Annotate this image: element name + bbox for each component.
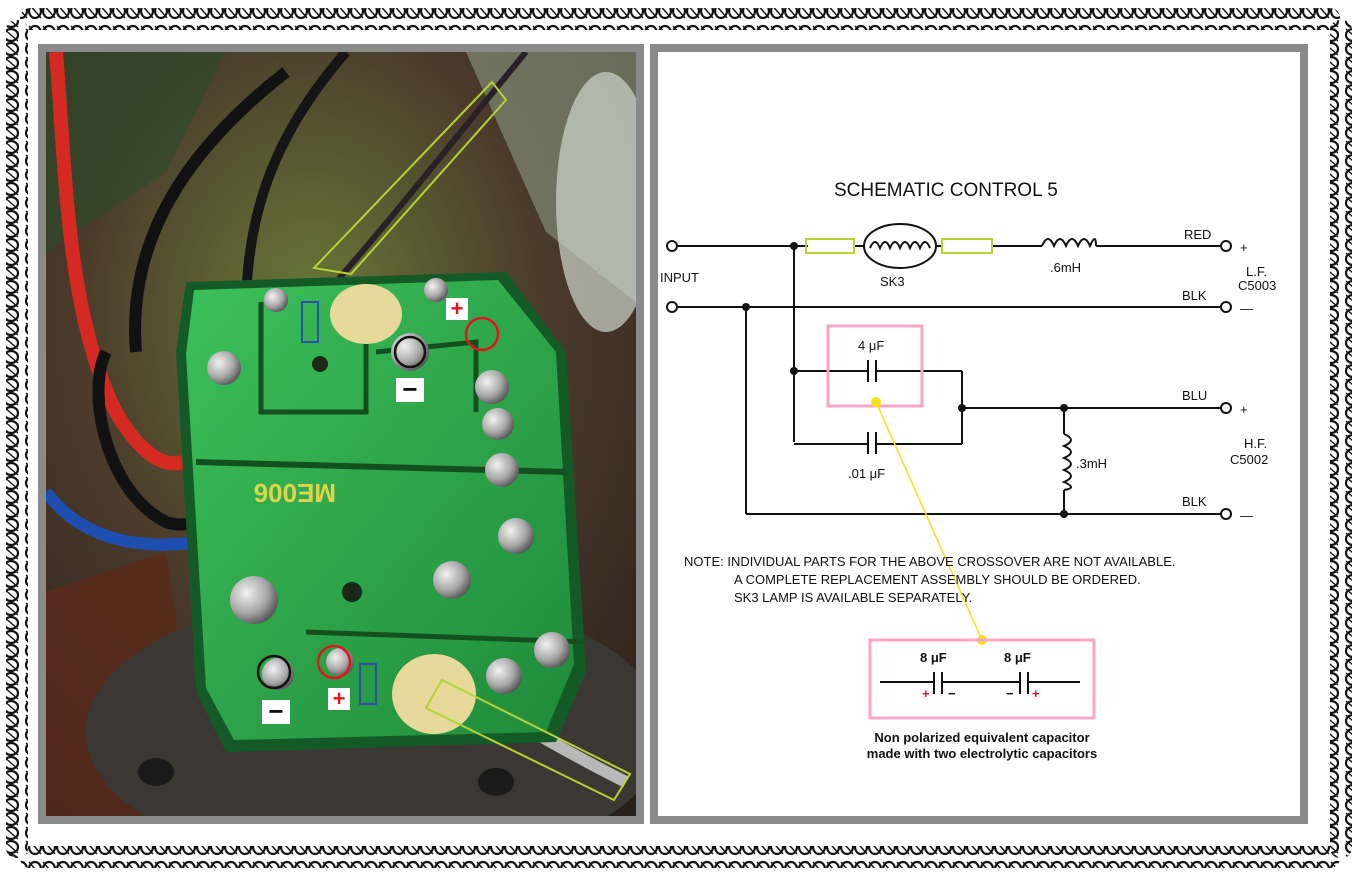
positive-terminal-top bbox=[464, 316, 500, 352]
equiv-caption-2: made with two electrolytic capacitors bbox=[867, 746, 1097, 761]
blk-label-bottom: BLK bbox=[1182, 494, 1207, 509]
blk-label-top: BLK bbox=[1182, 288, 1207, 303]
plus-badge-bottom bbox=[328, 688, 350, 710]
equivalent-cap-box bbox=[868, 638, 1096, 720]
note-line-2: A COMPLETE REPLACEMENT ASSEMBLY SHOULD B… bbox=[734, 572, 1141, 587]
inductor-06mh bbox=[1041, 238, 1097, 249]
board-marking: ME006 bbox=[254, 478, 336, 508]
photo-panel: ME006 bbox=[38, 44, 644, 824]
inductor-03mh bbox=[1061, 433, 1072, 491]
equiv-cap-a-plus: + bbox=[922, 686, 930, 701]
hf-plus: + bbox=[1240, 402, 1248, 417]
highlight-trace-top bbox=[301, 301, 319, 343]
note-line-3: SK3 LAMP IS AVAILABLE SEPARATELY. bbox=[734, 590, 972, 605]
equiv-caption-1: Non polarized equivalent capacitor bbox=[874, 730, 1089, 745]
hf-minus: — bbox=[1240, 508, 1253, 523]
lamp-filament bbox=[869, 241, 931, 251]
lf-terminal-plus bbox=[1220, 240, 1232, 252]
highlight-lamp-lead-left bbox=[805, 238, 855, 254]
lf-label-1: L.F. bbox=[1246, 264, 1267, 279]
glue-blob-top bbox=[330, 284, 402, 344]
minus-marker-bottom: − bbox=[268, 696, 283, 726]
schematic-title: SCHEMATIC CONTROL 5 bbox=[834, 180, 1058, 201]
pcb-photo: ME006 bbox=[46, 52, 636, 816]
minus-marker-top: − bbox=[402, 374, 417, 404]
equiv-cap-b-minus: − bbox=[1006, 686, 1014, 701]
equiv-cap-b-plus: + bbox=[1032, 686, 1040, 701]
highlight-trace-bottom bbox=[359, 663, 377, 705]
positive-terminal-bottom bbox=[316, 644, 352, 680]
hf-terminal-plus bbox=[1220, 402, 1232, 414]
solder-pads bbox=[207, 278, 570, 694]
plus-marker-top: + bbox=[451, 296, 464, 321]
equivalent-cap-circuit bbox=[880, 672, 1080, 694]
minus-badge-bottom bbox=[262, 700, 290, 724]
inductor-03mh-label: .3mH bbox=[1076, 456, 1107, 471]
leader-dot-top bbox=[871, 397, 881, 407]
equiv-cap-a-label: 8 μF bbox=[920, 650, 947, 665]
note-line-1: NOTE: INDIVIDUAL PARTS FOR THE ABOVE CRO… bbox=[684, 554, 1176, 569]
schematic-panel: SCHEMATIC CONTROL 5 INPUT RED + L.F. C50… bbox=[650, 44, 1308, 824]
input-terminal-bottom bbox=[666, 301, 678, 313]
equiv-cap-b-label: 8 μF bbox=[1004, 650, 1031, 665]
inductor-06mh-label: .6mH bbox=[1050, 260, 1081, 275]
hf-label-1: H.F. bbox=[1244, 436, 1267, 451]
glass-lamp bbox=[556, 72, 636, 332]
highlight-lamp-lead-bottom bbox=[424, 678, 632, 802]
lamp-sk3 bbox=[863, 223, 937, 269]
lf-terminal-minus bbox=[1220, 301, 1232, 313]
schematic-sheet: SCHEMATIC CONTROL 5 INPUT RED + L.F. C50… bbox=[658, 52, 1300, 816]
schematic-diagram: SCHEMATIC CONTROL 5 INPUT RED + L.F. C50… bbox=[660, 180, 1276, 761]
minus-badge-top bbox=[396, 378, 424, 402]
plus-marker-bottom: + bbox=[333, 686, 346, 711]
blu-label: BLU bbox=[1182, 388, 1207, 403]
cap-01uf-label: .01 μF bbox=[848, 466, 885, 481]
highlight-lamp-lead-right bbox=[941, 238, 993, 254]
input-terminal-top bbox=[666, 240, 678, 252]
hf-terminal-minus bbox=[1220, 508, 1232, 520]
input-label: INPUT bbox=[660, 270, 699, 285]
plus-badge-top bbox=[446, 298, 468, 320]
red-label: RED bbox=[1184, 227, 1211, 242]
negative-terminal-top bbox=[393, 335, 427, 369]
blue-wire bbox=[46, 488, 197, 551]
equiv-cap-a-minus: − bbox=[948, 686, 956, 701]
leader-line bbox=[875, 401, 983, 641]
lf-plus: + bbox=[1240, 240, 1248, 255]
lamp-label: SK3 bbox=[880, 274, 905, 289]
negative-terminal-bottom bbox=[256, 654, 292, 690]
lf-label-2: C5003 bbox=[1238, 278, 1276, 293]
lamp-lead-top bbox=[333, 52, 529, 284]
hf-label-2: C5002 bbox=[1230, 452, 1268, 467]
cap-4uf-label: 4 μF bbox=[858, 338, 884, 353]
highlight-lamp-lead-top bbox=[311, 80, 508, 276]
lf-minus: — bbox=[1240, 301, 1253, 316]
